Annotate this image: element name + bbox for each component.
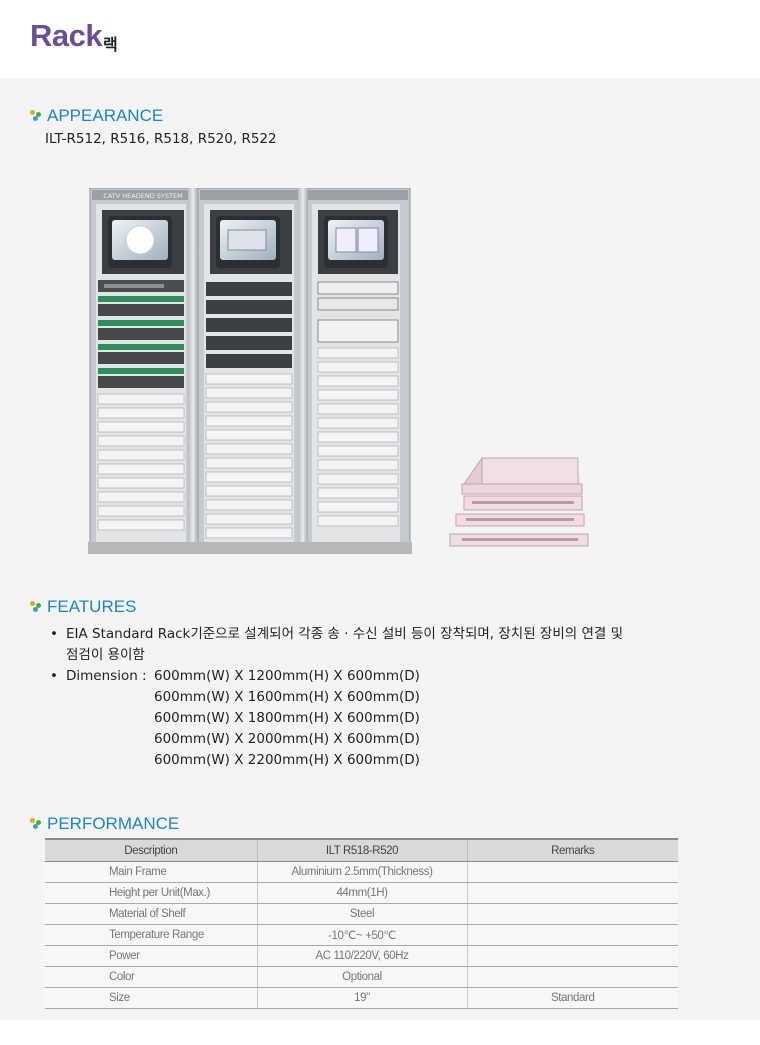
svg-text:CATV HEADEND SYSTEM: CATV HEADEND SYSTEM (103, 192, 182, 200)
page-footer-space (0, 1020, 760, 1045)
table-cell: 44mm(1H) (256, 882, 467, 904)
feature-text: EIA Standard Rack기준으로 설계되어 각종 송 · 수신 설비 … (66, 626, 624, 663)
page-title: Rack (30, 18, 103, 53)
table-cell: Color (45, 966, 257, 988)
bullet-dots-icon (30, 817, 43, 831)
table-row: Height per Unit(Max.) 44mm(1H) (45, 882, 678, 904)
patch-panels (97, 347, 399, 539)
table-cell: 19" (256, 987, 467, 1009)
features-list: • EIA Standard Rack기준으로 설계되어 각종 송 · 수신 설… (50, 624, 690, 771)
table-row: Material of Shelf Steel (45, 903, 678, 925)
page-header: Rack 랙 (0, 0, 760, 78)
table-cell (466, 945, 678, 967)
table-cell (466, 924, 678, 946)
rack-shelf-photo (449, 456, 589, 547)
feature-item-dimension: • Dimension : 600mm(W) X 1200mm(H) X 600… (50, 666, 690, 771)
features-heading: FEATURES (30, 597, 136, 617)
table-cell: Power (45, 945, 257, 967)
table-cell: AC 110/220V, 60Hz (256, 945, 467, 967)
dimension-label: Dimension : (66, 668, 147, 684)
features-title: FEATURES (47, 597, 137, 616)
dimension-value: 600mm(W) X 1600mm(H) X 600mm(D) (154, 689, 420, 705)
performance-title: PERFORMANCE (47, 814, 180, 833)
column-header: Remarks (466, 838, 678, 862)
table-cell: Steel (256, 903, 467, 925)
table-row: Color Optional (45, 966, 678, 988)
table-cell: Material of Shelf (45, 903, 257, 925)
table-cell: Optional (256, 966, 467, 988)
table-cell: -10℃~ +50℃ (256, 924, 467, 946)
dimension-value: 600mm(W) X 1200mm(H) X 600mm(D) (154, 668, 420, 684)
table-cell (466, 903, 678, 925)
table-header-row: Description ILT R518-R520 Remarks (45, 838, 678, 862)
table-cell: Standard (466, 987, 678, 1009)
table-cell (466, 882, 678, 904)
appearance-heading: APPEARANCE (30, 106, 163, 126)
table-cell (466, 861, 678, 883)
bullet-dots-icon (30, 109, 43, 123)
rack-cabinet-photo: CATV HEADEND SYSTEM (88, 188, 412, 554)
appearance-title: APPEARANCE (47, 106, 164, 125)
table-row: Temperature Range -10℃~ +50℃ (45, 924, 678, 946)
content-area: APPEARANCE ILT-R512, R516, R518, R520, R… (0, 78, 760, 1020)
table-row: Power AC 110/220V, 60Hz (45, 945, 678, 967)
table-row: Main Frame Aluminium 2.5mm(Thickness) (45, 861, 678, 883)
column-header: ILT R518-R520 (256, 838, 467, 862)
bullet: • (50, 626, 58, 642)
bullet-dots-icon (30, 600, 43, 614)
dimension-value: 600mm(W) X 2200mm(H) X 600mm(D) (154, 752, 420, 768)
performance-heading: PERFORMANCE (30, 814, 179, 834)
dimension-value: 600mm(W) X 2000mm(H) X 600mm(D) (154, 731, 420, 747)
performance-table: Description ILT R518-R520 Remarks Main F… (45, 838, 678, 1009)
model-list: ILT-R512, R516, R518, R520, R522 (45, 131, 277, 147)
dimension-value: 600mm(W) X 1800mm(H) X 600mm(D) (154, 710, 420, 726)
table-cell: Height per Unit(Max.) (45, 882, 257, 904)
table-cell: Aluminium 2.5mm(Thickness) (256, 861, 467, 883)
table-cell (466, 966, 678, 988)
bullet: • (50, 668, 58, 684)
table-cell: Size (45, 987, 257, 1009)
dimension-values: 600mm(W) X 1200mm(H) X 600mm(D) 600mm(W)… (154, 666, 420, 771)
column-header: Description (45, 838, 257, 862)
table-row: Size 19" Standard (45, 987, 678, 1009)
table-cell: Temperature Range (45, 924, 257, 946)
feature-item-eia: • EIA Standard Rack기준으로 설계되어 각종 송 · 수신 설… (50, 624, 690, 666)
table-cell: Main Frame (45, 861, 257, 883)
page-subtitle: 랙 (103, 35, 118, 54)
